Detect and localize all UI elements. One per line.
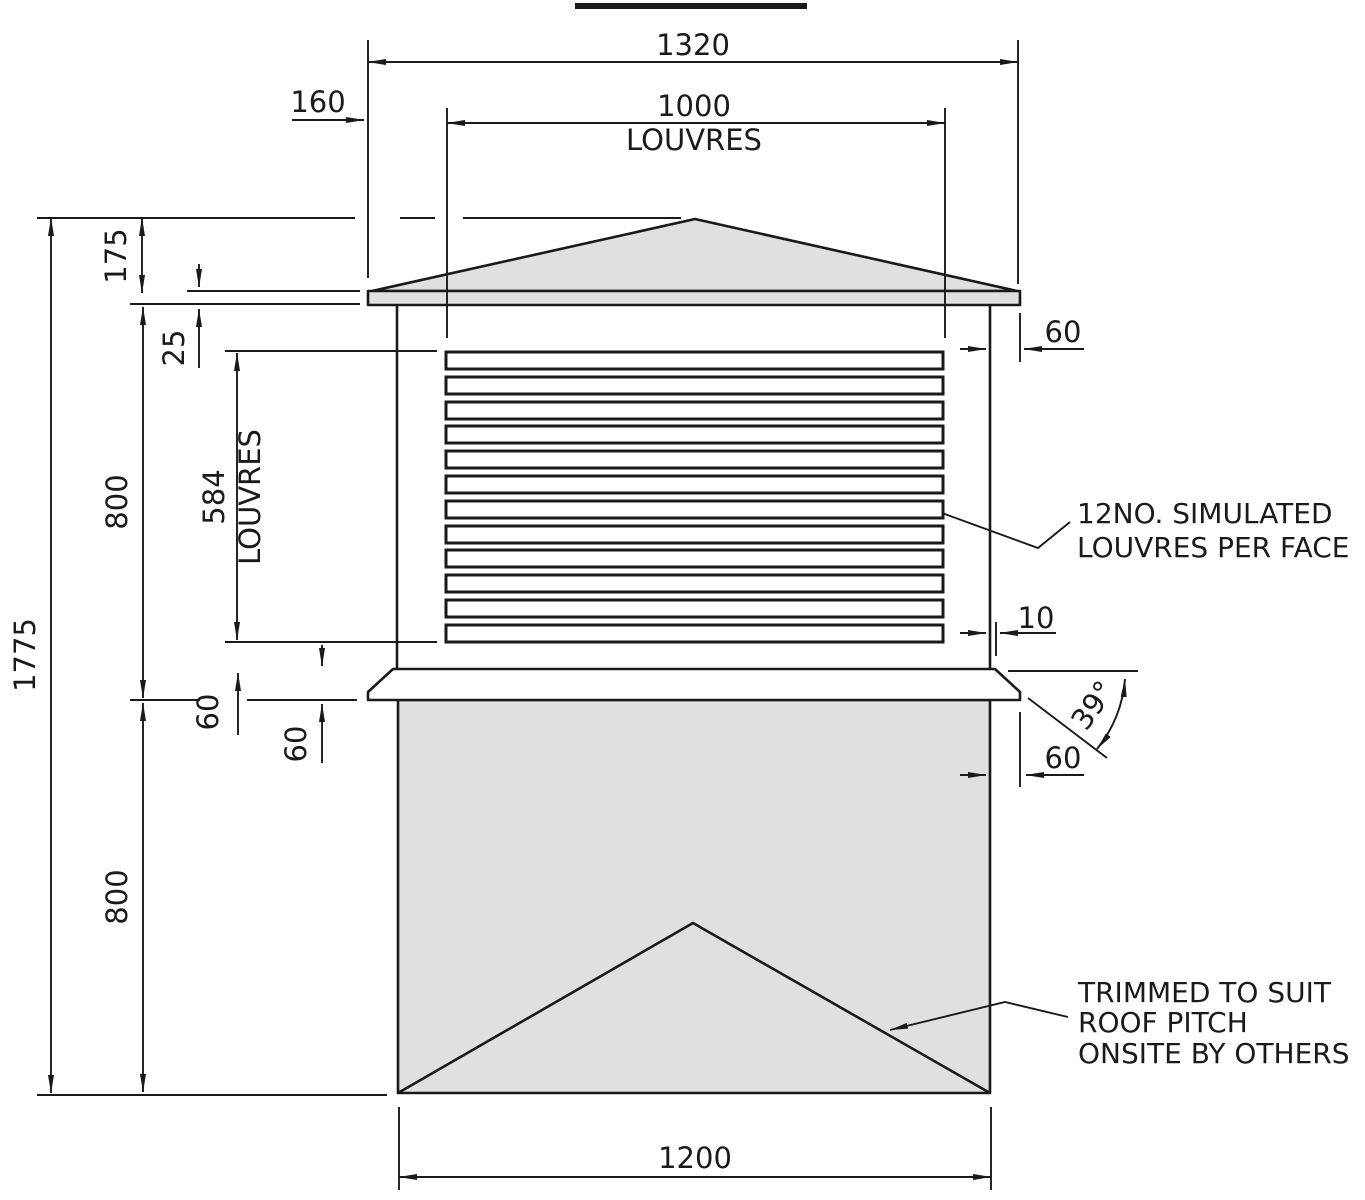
dim-side-offset-160: 160 (290, 85, 365, 123)
dim-skirt-thickness-60: 60 (279, 645, 325, 763)
louvre-slat (444, 573, 945, 594)
roof-cap-band (366, 289, 1022, 307)
dim-label-louvres-side: LOUVRES (233, 429, 267, 565)
louvre-slat (444, 623, 945, 644)
dim-skirt-overhang-60: 60 (960, 712, 1084, 787)
roof-pitch-chevron (397, 921, 991, 1095)
dim-label-1200: 1200 (658, 1141, 732, 1175)
dim-label-800-lower: 800 (100, 869, 134, 924)
louvre-slat (444, 598, 945, 619)
louvre-slat (444, 375, 945, 396)
note-simulated-louvres: 12NO. SIMULATED LOUVRES PER FACE (941, 497, 1349, 564)
dim-label-175: 175 (99, 228, 133, 283)
skirt-band (366, 667, 1022, 702)
dim-louvre-stack-584: 584 LOUVRES (197, 350, 437, 643)
dim-overall-width-1320: 1320 (367, 28, 1019, 284)
dim-upper-height-800: 800 (100, 306, 146, 699)
dim-label-39deg: 39° (1064, 674, 1121, 736)
louvre-slat (444, 524, 945, 545)
dim-label-60-skirt-ovh: 60 (1045, 741, 1082, 775)
trim-note-line1: TRIMMED TO SUIT (1077, 976, 1332, 1009)
louvre-slat (444, 449, 945, 470)
dim-louvre-gap-60: 60 (191, 672, 241, 735)
dim-label-1000: 1000 (657, 89, 731, 123)
dim-total-height-1775: 1775 (8, 217, 681, 1096)
dim-louvre-inset-10: 10 (960, 601, 1056, 656)
dim-label-1320: 1320 (656, 28, 730, 62)
dim-label-800-upper: 800 (100, 474, 134, 529)
note-trimmed-roof-pitch: TRIMMED TO SUIT ROOF PITCH ONSITE BY OTH… (889, 976, 1350, 1070)
louvres-note-line1: 12NO. SIMULATED (1077, 497, 1333, 530)
louvre-slat (444, 548, 945, 569)
louvre-slat (444, 424, 945, 445)
dim-label-60-skirt-thk: 60 (279, 726, 313, 763)
roof-triangle (370, 217, 1019, 293)
dim-label-160: 160 (290, 85, 345, 119)
louvres-note-leader (941, 512, 1071, 550)
louvre-slat (444, 474, 945, 495)
louvre-slats (444, 350, 945, 644)
dim-label-1775: 1775 (8, 618, 42, 692)
louvre-slat (444, 499, 945, 520)
dim-label-25: 25 (157, 330, 191, 367)
vent-body (366, 217, 1022, 1095)
dim-label-10: 10 (1018, 601, 1055, 635)
dim-roof-rise-175: 175 (99, 217, 360, 294)
dim-label-584: 584 (197, 469, 231, 524)
louvre-slat (444, 400, 945, 421)
trim-note-leader (889, 1001, 1069, 1031)
louvre-slat (444, 350, 945, 371)
dim-cap-overhang-60: 60 (960, 313, 1084, 362)
trim-note-line2: ROOF PITCH (1078, 1006, 1248, 1039)
louvres-note-line2: LOUVRES PER FACE (1077, 531, 1349, 564)
dim-cap-thickness-25: 25 (130, 264, 360, 368)
dim-louvre-width-1000: 1000 LOUVRES (446, 89, 946, 338)
dim-lower-height-800: 800 (100, 702, 146, 1093)
dim-label-60-cap: 60 (1045, 315, 1082, 349)
dim-label-louvres-top: LOUVRES (626, 123, 762, 157)
dim-base-width-1200: 1200 (398, 1107, 992, 1190)
trim-note-line3: ONSITE BY OTHERS (1078, 1037, 1350, 1070)
base-box (396, 698, 992, 1095)
